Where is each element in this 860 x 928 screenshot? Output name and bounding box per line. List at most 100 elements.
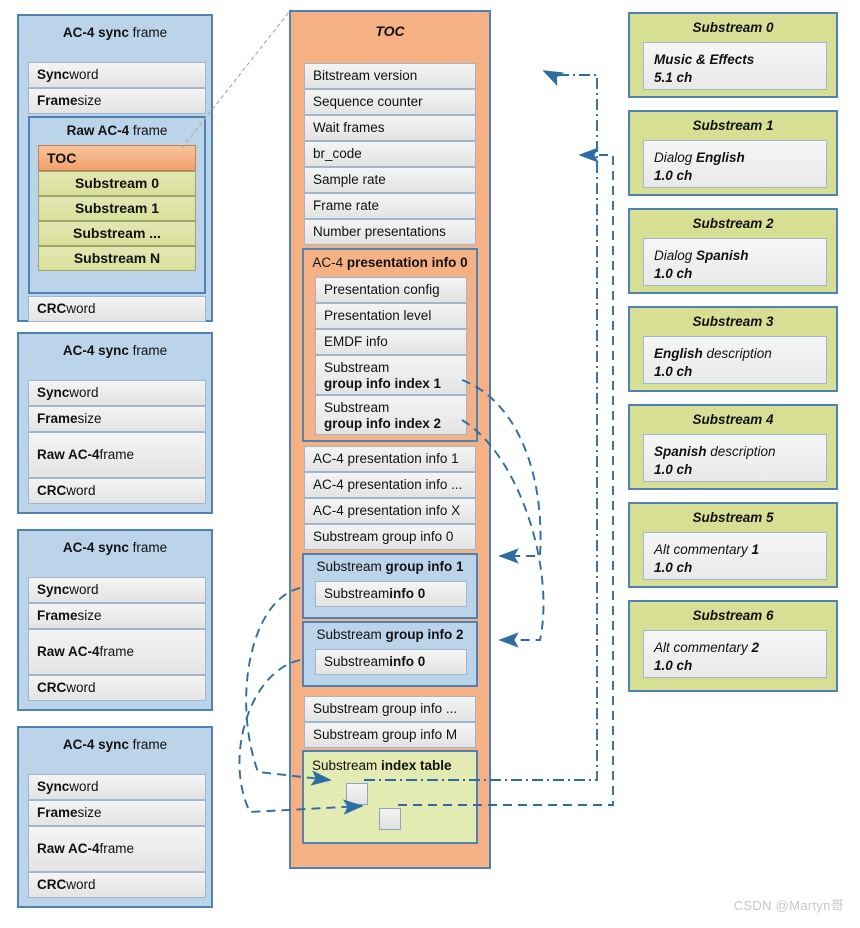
frame-title-strong: AC-4 sync	[62, 25, 129, 40]
desc-part-a: Dialog	[654, 150, 697, 165]
desc-line-1: English description	[654, 345, 816, 363]
item-label: Substream N	[73, 250, 161, 267]
desc-line-1: Dialog Spanish	[654, 247, 816, 265]
row-label-rest: frame	[99, 841, 135, 857]
toc-field-wait-frames: Wait frames	[304, 115, 476, 141]
desc-line-1: Alt commentary 2	[654, 639, 816, 657]
presentation-level-row: Presentation level	[315, 303, 467, 329]
ac4-presentation-info-ellipsis: AC-4 presentation info ...	[304, 472, 476, 498]
raw-frame-item-substream-ellipsis: Substream ...	[38, 221, 196, 246]
item-label: Substream ...	[73, 225, 161, 242]
row-frame-size: Frame size	[28, 406, 206, 432]
substream-group-info-1-title: Substream group info 1	[304, 555, 476, 578]
desc-line-2: 1.0 ch	[654, 364, 693, 380]
row-label-strong: CRC	[37, 877, 67, 893]
substream-2-description: Dialog Spanish 1.0 ch	[643, 238, 827, 286]
idx-title-light: Substream	[312, 758, 382, 773]
desc-line-1: Music & Effects	[654, 51, 816, 69]
frame-title-strong: AC-4 sync	[62, 540, 129, 555]
substream-4-description: Spanish description 1.0 ch	[643, 434, 827, 482]
ac4-sync-frame-2-title: AC-4 sync frame	[19, 334, 211, 367]
desc-line-1: Dialog English	[654, 149, 816, 167]
frame-title-rest: frame	[128, 25, 168, 40]
row-label-rest: size	[77, 805, 102, 821]
child-strong: info 0	[389, 654, 426, 670]
presentation-config-row: Presentation config	[315, 277, 467, 303]
index-table-cell-1[interactable]	[379, 808, 401, 830]
substream-group-info-1: Substream group info 1 Substream info 0	[302, 553, 478, 619]
substream-group-info-2-title: Substream group info 2	[304, 623, 476, 646]
ac4-sync-frame-4: AC-4 sync frame Sync word Frame size Raw…	[17, 726, 213, 908]
raw-ac4-frame-title: Raw AC-4 frame	[30, 118, 204, 143]
toc-field-sample-rate: Sample rate	[304, 167, 476, 193]
raw-frame-item-substream-n: Substream N	[38, 246, 196, 271]
raw-frame-item-substream-0: Substream 0	[38, 171, 196, 196]
row-frame-size: Frame size	[28, 88, 206, 114]
desc-line-2: 1.0 ch	[654, 658, 693, 674]
desc-part-b: English	[696, 150, 745, 165]
raw-frame-title-rest: frame	[129, 123, 168, 138]
desc-line-2: 1.0 ch	[654, 266, 693, 282]
ac4-sync-frame-2: AC-4 sync frame Sync word Frame size Raw…	[17, 332, 213, 514]
child-light: Substream	[324, 586, 390, 602]
desc-part-b: 2	[751, 640, 760, 655]
ac4-presentation-info-0: AC-4 presentation info 0 Presentation co…	[302, 248, 478, 442]
item-label: Substream 0	[74, 175, 160, 192]
substream-group-info-ellipsis: Substream group info ...	[304, 696, 476, 722]
row-label-strong: Sync	[37, 385, 70, 401]
substream-5-title: Substream 5	[692, 510, 774, 525]
frame-title-rest: frame	[128, 343, 168, 358]
pi-title-light: AC-4	[312, 255, 347, 270]
desc-part-a: Music & Effects	[654, 52, 755, 67]
desc-part-a: Spanish	[654, 444, 707, 459]
sg1-title-light: Substream	[316, 559, 386, 574]
substream-1: Substream 1 Dialog English 1.0 ch	[628, 110, 838, 196]
row-label-strong: Frame	[37, 411, 78, 427]
toc-field-bitstream-version: Bitstream version	[304, 63, 476, 89]
substream-2-title: Substream 2	[692, 216, 774, 231]
row-label-rest: size	[77, 411, 102, 427]
index-2-line1: Substream	[324, 400, 390, 415]
desc-part-a: Dialog	[654, 248, 697, 263]
ac4-sync-frame-4-title: AC-4 sync frame	[19, 728, 211, 761]
desc-line-1: Spanish description	[654, 443, 816, 461]
row-crc-word: CRC word	[28, 872, 206, 898]
watermark: CSDN @Martyn哥	[733, 898, 844, 913]
child-strong: info 0	[389, 586, 426, 602]
ac4-sync-frame-1: AC-4 sync frame Sync word Frame size Raw…	[17, 14, 213, 322]
substream-5: Substream 5 Alt commentary 1 1.0 ch	[628, 502, 838, 588]
row-label-strong: Sync	[37, 67, 70, 83]
index-table-cell-0[interactable]	[346, 783, 368, 805]
index-2-line2: group info index 2	[324, 415, 441, 431]
substream-3-description: English description 1.0 ch	[643, 336, 827, 384]
row-sync-word: Sync word	[28, 774, 206, 800]
raw-frame-item-substream-1: Substream 1	[38, 196, 196, 221]
row-label-rest: word	[69, 582, 99, 598]
item-label: Substream 1	[74, 200, 160, 217]
desc-part-b: Spanish	[696, 248, 749, 263]
row-label-strong: Frame	[37, 93, 78, 109]
row-raw-ac4-frame: Raw AC-4 frame	[28, 629, 206, 675]
row-label-rest: word	[69, 67, 99, 83]
substream-1-description: Dialog English 1.0 ch	[643, 140, 827, 188]
row-label-rest: frame	[99, 447, 135, 463]
desc-line-2: 1.0 ch	[654, 462, 693, 478]
sg2-title-light: Substream	[316, 627, 386, 642]
row-label-strong: Raw AC-4	[37, 447, 100, 463]
desc-part-b: description	[706, 444, 776, 459]
desc-line-2: 1.0 ch	[654, 168, 693, 184]
presentation-info-0-title: AC-4 presentation info 0	[304, 250, 476, 274]
child-light: Substream	[324, 654, 390, 670]
substream-group-info-m: Substream group info M	[304, 722, 476, 748]
row-label-rest: word	[66, 877, 96, 893]
toc-panel-title: TOC	[375, 23, 405, 39]
row-label-strong: Frame	[37, 805, 78, 821]
desc-line-2: 5.1 ch	[654, 70, 693, 86]
ac4-sync-frame-1-title: AC-4 sync frame	[19, 16, 211, 49]
substream-index-table: Substream index table	[302, 750, 478, 844]
row-label-rest: word	[66, 483, 96, 499]
desc-part-a: English	[654, 346, 703, 361]
substream-0-title: Substream 0	[692, 20, 774, 35]
substream-group-info-index-2-row: Substream group info index 2	[315, 395, 467, 435]
row-label-rest: size	[77, 608, 102, 624]
